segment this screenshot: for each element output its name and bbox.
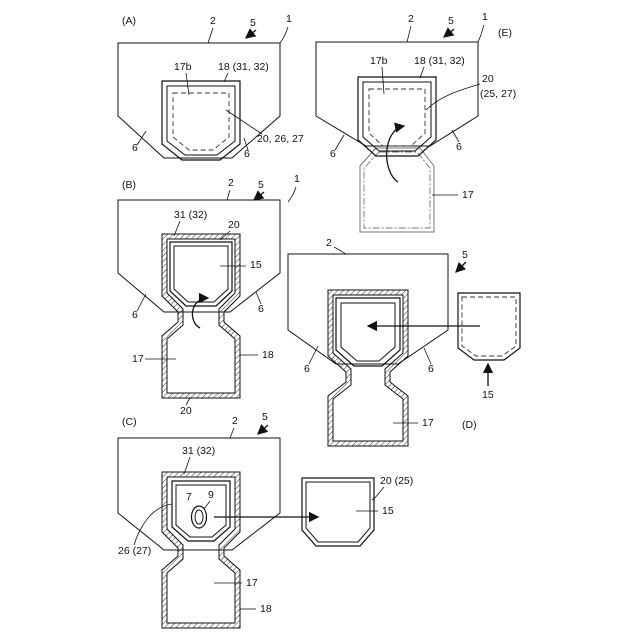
panel-c-label: (C) xyxy=(122,416,137,428)
panel-c-ref-26: 26 (27) xyxy=(118,545,151,557)
panel-d-ref-6-right: 6 xyxy=(428,363,434,375)
panel-a-ref-2: 2 xyxy=(210,15,216,27)
panel-c-ref-20: 20 (25) xyxy=(380,475,413,487)
panel-b-ref-6-right: 6 xyxy=(258,303,264,315)
panel-e-ref-20b: (25, 27) xyxy=(480,88,516,100)
panel-c-ref-9: 9 xyxy=(208,489,214,501)
panel-e-folded-part-inner xyxy=(364,152,430,228)
panel-e-label: (E) xyxy=(498,27,512,39)
panel-a-ref-6-right: 6 xyxy=(244,148,250,160)
panel-c-lead-2 xyxy=(230,428,234,438)
panel-b-ref-20-bottom: 20 xyxy=(180,405,192,417)
panel-b-ref-15: 15 xyxy=(250,259,262,271)
panel-a-ref-1: 1 xyxy=(286,13,292,25)
panel-b-lead-2 xyxy=(227,190,230,200)
panel-a: (A) 2 5 1 17b 18 (31, 32) 20, 26, 27 6 6 xyxy=(118,13,304,160)
panel-e-lead-1 xyxy=(478,25,484,42)
panel-a-label: (A) xyxy=(122,15,136,27)
panel-b: (B) 2 5 1 31 (32) 20 15 6 6 17 18 20 xyxy=(118,173,300,417)
panel-e-ref-5: 5 xyxy=(448,15,454,27)
panel-e-ref-20a: 20 xyxy=(482,73,494,85)
panel-d-ref-15: 15 xyxy=(482,389,494,401)
panel-b-ref-2: 2 xyxy=(228,177,234,189)
panel-e-ref-18: 18 (31, 32) xyxy=(414,55,465,67)
panel-d-lead-6-right xyxy=(424,348,431,364)
panel-e-ref-1: 1 xyxy=(482,11,488,23)
panel-e-ref-6-right: 6 xyxy=(456,141,462,153)
panel-e: (E) 2 5 1 17b 18 (31, 32) 20 (25, 27) 6 … xyxy=(316,11,516,232)
panel-b-lead-6-left xyxy=(137,294,146,311)
panel-b-ref-17: 17 xyxy=(132,353,144,365)
panel-c-ref-2: 2 xyxy=(232,415,238,427)
panel-b-label: (B) xyxy=(122,179,136,191)
panel-d-lead-6-left xyxy=(309,346,318,364)
panel-a-ref-6-left: 6 xyxy=(132,142,138,154)
panel-e-arrow-5 xyxy=(444,29,454,37)
panel-b-ref-31: 31 (32) xyxy=(174,209,207,221)
panel-a-lead-2 xyxy=(208,28,213,43)
panel-a-arrow-5 xyxy=(246,30,256,38)
panel-c-ref-18: 18 xyxy=(260,603,272,615)
panel-e-ref-17b: 17b xyxy=(370,55,388,67)
panel-d-arrow-5 xyxy=(456,262,466,272)
panel-c-pocket-part-inner xyxy=(306,482,370,542)
panel-b-ref-18: 18 xyxy=(262,349,274,361)
panel-e-folded-part-outer xyxy=(360,148,434,232)
panel-a-ref-17b: 17b xyxy=(174,61,192,73)
panel-c-ref-5: 5 xyxy=(262,411,268,423)
panel-c-arrow-5 xyxy=(258,425,268,434)
panel-b-ref-20-top: 20 xyxy=(228,219,240,231)
panel-b-lead-20-bottom xyxy=(186,398,190,405)
panel-a-ref-5: 5 xyxy=(250,17,256,29)
panel-e-ref-17: 17 xyxy=(462,189,474,201)
panel-d-ref-6-left: 6 xyxy=(304,363,310,375)
panel-d-ref-5: 5 xyxy=(462,249,468,261)
panel-e-lead-6-left xyxy=(335,135,344,150)
panel-a-ref-20: 20, 26, 27 xyxy=(257,133,304,145)
panel-d-sheet xyxy=(288,254,448,364)
panel-b-lead-1 xyxy=(288,187,296,202)
panel-c-ref-17: 17 xyxy=(246,577,258,589)
panel-d: 2 5 6 6 17 15 (D) xyxy=(288,237,520,446)
panel-d-ref-2: 2 xyxy=(326,237,332,249)
panel-c-ref-7: 7 xyxy=(186,491,192,503)
panel-b-ref-1: 1 xyxy=(294,173,300,185)
panel-b-arrow-5 xyxy=(254,192,264,200)
panel-e-ref-2: 2 xyxy=(408,13,414,25)
panel-e-lead-2 xyxy=(407,26,411,42)
panel-d-ref-17: 17 xyxy=(422,417,434,429)
panel-b-ref-5: 5 xyxy=(258,179,264,191)
panel-d-label: (D) xyxy=(462,419,477,431)
panel-d-lead-2 xyxy=(334,247,346,254)
panel-c-ref-15: 15 xyxy=(382,505,394,517)
panel-c-ref-31: 31 (32) xyxy=(182,445,215,457)
panel-a-lead-1 xyxy=(280,27,288,43)
panel-a-ref-18: 18 (31, 32) xyxy=(218,61,269,73)
